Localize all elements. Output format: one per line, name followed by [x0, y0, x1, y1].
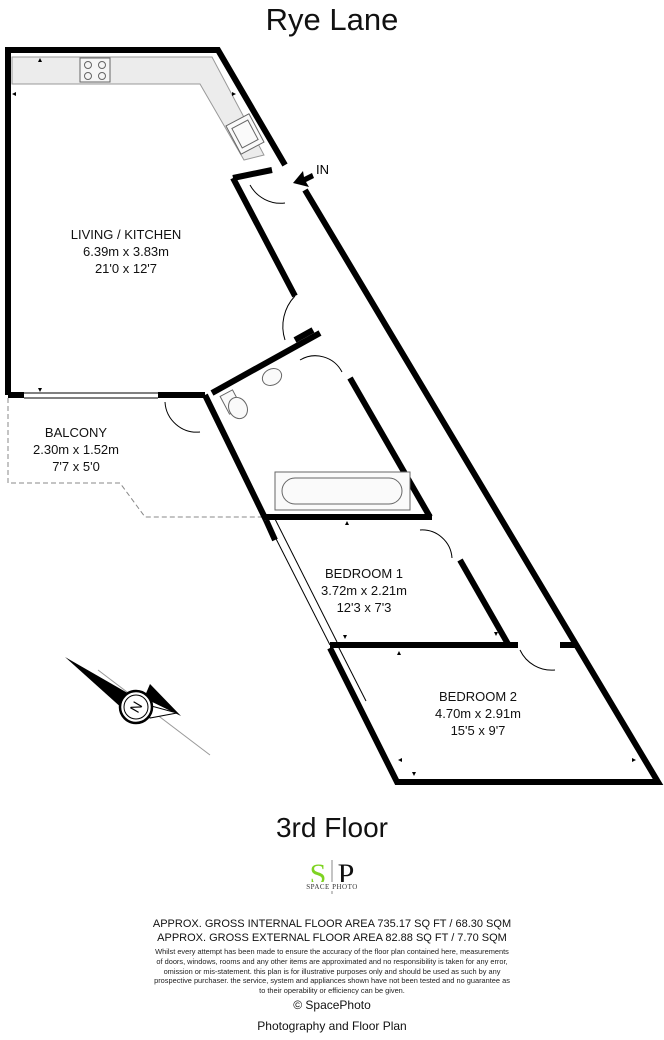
company-logo: S P SPACE PHOTO	[294, 858, 370, 894]
floor-label: 3rd Floor	[275, 812, 389, 843]
compass: N	[65, 657, 211, 756]
bathroom-fixtures	[219, 368, 411, 511]
floor-plan: IN N	[5, 47, 664, 785]
sink-icon	[225, 113, 265, 155]
room-imperial: 15'5 x 9'7	[450, 723, 506, 738]
room-bedroom1: BEDROOM 1 3.72m x 2.21m 12'3 x 7'3	[321, 565, 407, 616]
kitchen-counter	[11, 56, 265, 161]
room-living-kitchen: LIVING / KITCHEN 6.39m x 3.83m 21'0 x 12…	[71, 226, 182, 277]
room-metric: 4.70m x 2.91m	[435, 706, 521, 721]
entrance-arrow: IN	[293, 162, 329, 187]
room-bedroom2: BEDROOM 2 4.70m x 2.91m 15'5 x 9'7	[435, 688, 521, 739]
toilet-icon	[219, 389, 248, 420]
entrance-label: IN	[316, 162, 329, 177]
room-name: BALCONY	[44, 425, 108, 440]
room-imperial: 7'7 x 5'0	[52, 459, 100, 474]
walls	[5, 47, 664, 785]
copyright: © SpacePhoto	[293, 998, 371, 1012]
room-name: BEDROOM 2	[438, 689, 517, 704]
room-imperial: 21'0 x 12'7	[94, 261, 158, 276]
windows	[24, 392, 367, 706]
room-metric: 2.30m x 1.52m	[33, 442, 119, 457]
street-name: Rye Lane	[265, 2, 399, 37]
internal-area: APPROX. GROSS INTERNAL FLOOR AREA 735.17…	[152, 918, 512, 930]
room-name: LIVING / KITCHEN	[70, 227, 182, 242]
disclaimer: Whilst every attempt has been made to en…	[154, 947, 510, 996]
credit: Photography and Floor Plan	[257, 1019, 407, 1033]
room-name: BEDROOM 1	[324, 566, 403, 581]
room-metric: 3.72m x 2.21m	[321, 583, 407, 598]
basin-icon	[261, 368, 283, 386]
balcony-outline	[7, 398, 262, 518]
measurement-markers	[12, 58, 636, 776]
bath-icon	[274, 471, 411, 511]
external-area: APPROX. GROSS EXTERNAL FLOOR AREA 82.88 …	[157, 932, 507, 944]
room-balcony: BALCONY 2.30m x 1.52m 7'7 x 5'0	[33, 424, 119, 475]
hob-icon	[79, 57, 111, 83]
logo-text: SPACE PHOTO	[306, 883, 358, 891]
doors	[164, 184, 556, 671]
room-metric: 6.39m x 3.83m	[83, 244, 169, 259]
room-imperial: 12'3 x 7'3	[336, 600, 392, 615]
